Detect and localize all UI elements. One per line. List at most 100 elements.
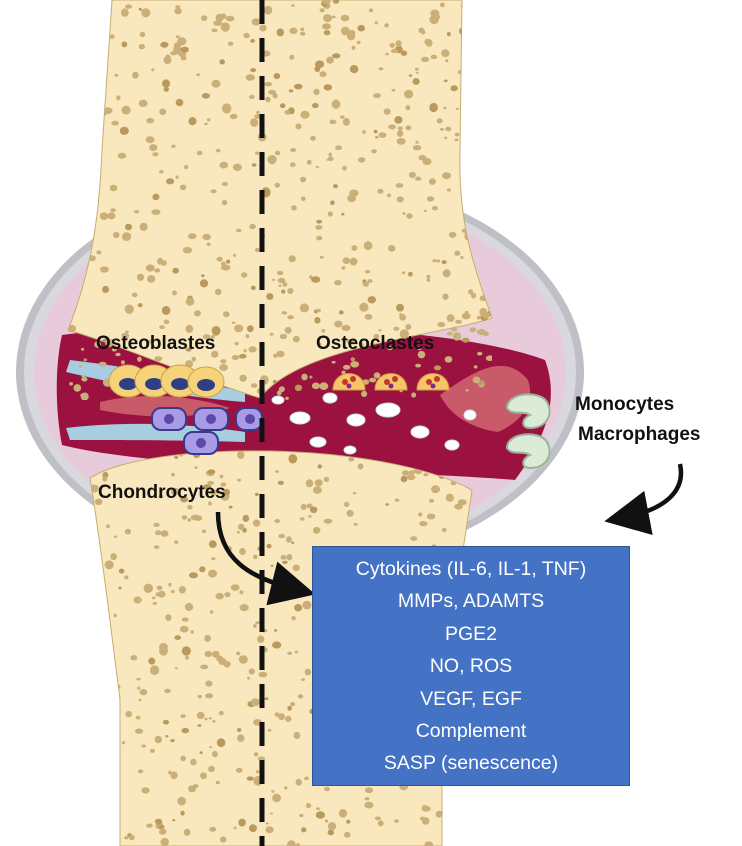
bone-pore: [473, 377, 481, 384]
bone-pore: [207, 118, 211, 121]
bone-pore: [204, 635, 211, 642]
bone-pore: [190, 759, 196, 766]
bone-pore: [415, 141, 418, 144]
bone-pore: [64, 86, 70, 92]
bone-pore: [247, 677, 250, 680]
bone-pore: [237, 728, 241, 732]
bone-pore: [312, 383, 320, 390]
bone-pore: [177, 37, 186, 45]
bone-pore: [347, 510, 354, 517]
bone-pore: [80, 394, 84, 397]
bone-pore: [182, 617, 189, 621]
bone-pore: [184, 829, 191, 836]
bone-pore: [440, 128, 444, 130]
bone-pore: [278, 285, 281, 287]
bone-pore: [278, 534, 285, 538]
bone-pore: [474, 47, 481, 54]
bone-pore: [236, 229, 242, 233]
bone-pore: [196, 73, 200, 76]
bone-pore: [136, 678, 140, 681]
bone-pore: [397, 138, 406, 145]
bone-pore: [444, 137, 447, 140]
bone-pore: [332, 53, 340, 58]
bone-pore: [100, 212, 108, 220]
bone-pore: [350, 258, 358, 266]
bone-pore: [384, 23, 389, 27]
bone-pore: [63, 182, 69, 187]
bone-pore: [280, 555, 286, 560]
bone-pore: [396, 183, 404, 188]
bone-pore: [81, 377, 87, 382]
bone-pore: [152, 194, 159, 201]
bone-pore: [154, 356, 162, 361]
bone-pore: [249, 96, 253, 99]
bone-pore: [239, 590, 243, 594]
bone-pore: [310, 136, 316, 141]
bone-pore: [68, 247, 76, 253]
bone-pore: [221, 22, 230, 31]
bone-pore: [351, 46, 355, 50]
bone-pore: [99, 42, 108, 49]
bone-pore: [364, 797, 369, 800]
bone-pore: [117, 695, 121, 698]
bone-pore: [298, 694, 303, 698]
bone-pore: [401, 476, 408, 483]
bone-pore: [239, 548, 246, 555]
bone-pore: [81, 348, 84, 351]
bone-pore: [132, 72, 139, 79]
bone-pore: [324, 787, 330, 791]
bone-pore: [249, 824, 257, 832]
bone-pore: [359, 303, 368, 312]
bone-pore: [305, 669, 312, 676]
bone-pore: [369, 9, 373, 13]
bone-pore: [134, 210, 139, 213]
bone-pore: [180, 756, 186, 762]
bone-pore: [149, 144, 157, 151]
bone-pore: [424, 210, 427, 212]
bone-pore: [110, 553, 117, 560]
bone-pore: [313, 486, 322, 494]
bone-pore: [210, 610, 214, 614]
bone-pore: [200, 665, 208, 670]
bone-pore: [207, 243, 211, 246]
bone-pore: [330, 200, 335, 205]
bone-pore: [184, 165, 188, 169]
bone-pore: [483, 28, 490, 35]
bone-pore: [86, 628, 92, 632]
bone-pore: [271, 790, 274, 793]
bone-pore: [405, 125, 411, 130]
bone-pore: [274, 629, 277, 632]
bone-pore: [200, 772, 207, 779]
bone-pore: [87, 777, 93, 782]
bone-pore: [325, 819, 328, 822]
bone-pore: [217, 257, 223, 262]
bone-pore: [418, 28, 424, 34]
bone-pore: [465, 36, 471, 42]
osteoblast-cell-icon: [188, 367, 224, 397]
bone-pore: [404, 90, 413, 99]
bone-pore: [277, 28, 284, 36]
bone-pore: [272, 279, 275, 281]
bone-pore: [339, 310, 344, 314]
bone-pore: [208, 469, 216, 474]
bone-pore: [239, 655, 248, 664]
bone-pore: [250, 68, 256, 72]
bone-pore: [217, 738, 226, 747]
bone-pore: [88, 656, 92, 660]
bone-pore: [236, 768, 243, 773]
bone-pore: [219, 364, 228, 371]
bone-pore: [229, 506, 233, 509]
bone-pore: [273, 380, 277, 384]
bone-pore: [95, 108, 101, 112]
bone-pore: [427, 275, 431, 279]
bone-pore: [209, 540, 217, 548]
bone-pore: [211, 29, 217, 33]
bone-pore: [216, 149, 221, 153]
bone-pore: [237, 479, 241, 482]
bone-pore: [335, 280, 341, 285]
bone-pore: [264, 6, 273, 15]
bone-pore: [287, 652, 292, 655]
bone-pore: [447, 32, 451, 36]
bone-pore: [280, 103, 286, 108]
bone-pore: [108, 788, 113, 791]
